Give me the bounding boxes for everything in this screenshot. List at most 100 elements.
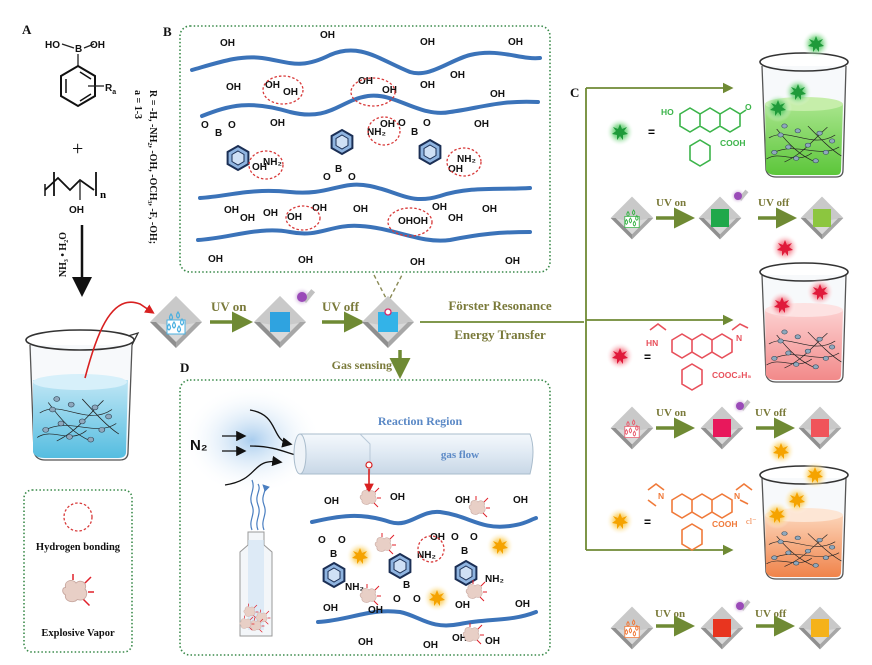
pva-structure: n OH: [44, 172, 106, 216]
svg-text:OH: OH: [390, 492, 405, 503]
pva-oh-label: OH: [69, 205, 84, 216]
svg-text:OH: OH: [452, 633, 467, 644]
red-dye-icon: [606, 342, 634, 370]
reagent-label: NH₃ • H₂O: [58, 232, 69, 277]
fret-label-line2: Energy Transfer: [454, 327, 546, 342]
svg-text:OH: OH: [283, 87, 298, 98]
tile-uv-on: [254, 296, 306, 348]
n-subscript: n: [100, 189, 106, 201]
svg-text:COOC₂H₅: COOC₂H₅: [712, 370, 751, 380]
r-definition: R = -H, -NH₂, -OH, -OCH₃, -F, -OH;: [147, 90, 158, 244]
hydrogen-bond-legend-icon: [63, 502, 93, 532]
explosive-vapor-legend-icon: [61, 573, 95, 607]
svg-text:NH₂: NH₂: [457, 154, 476, 165]
svg-text:OH: OH: [485, 636, 500, 647]
yellow-dye-icon: [606, 507, 634, 535]
svg-text:OH: OH: [240, 213, 255, 224]
svg-text:COOH: COOH: [712, 519, 738, 529]
n2-label: N₂: [190, 437, 208, 454]
svg-text:HO: HO: [661, 107, 674, 117]
ho-label: HO: [45, 40, 60, 51]
svg-text:OH: OH: [287, 212, 302, 223]
svg-text:OH: OH: [420, 80, 435, 91]
green-tile-on: [711, 209, 729, 227]
green-tile-off: [813, 209, 831, 227]
svg-text:=: =: [644, 515, 651, 529]
orange-tile-off: [811, 619, 829, 637]
svg-text:OHOH: OHOH: [398, 216, 428, 227]
svg-text:OH: OH: [515, 599, 530, 610]
svg-text:OH: OH: [448, 164, 463, 175]
gas-sensing-label: Gas sensing: [332, 358, 392, 372]
svg-text:O: O: [470, 532, 478, 543]
svg-text:OH: OH: [208, 254, 223, 265]
panel-a-label: A: [22, 22, 32, 37]
svg-text:NH₂: NH₂: [485, 574, 504, 585]
plus-sign: +: [72, 138, 83, 160]
panel-d-label: D: [180, 360, 189, 375]
svg-text:OH: OH: [420, 37, 435, 48]
panel-b-frame: [179, 25, 551, 273]
green-dye-icon: [606, 118, 634, 146]
svg-text:OH: OH: [265, 80, 280, 91]
svg-text:NH₂: NH₂: [367, 127, 386, 138]
phenylboronic-acid-structure: HO B OH Ra: [45, 40, 116, 108]
hydrogen-bond-markers: [248, 75, 482, 237]
svg-text:O: O: [423, 118, 431, 129]
rhodamine-6g-row: = HN N COOC₂H₅ UV on UV off: [606, 262, 849, 465]
svg-text:OH: OH: [482, 204, 497, 215]
svg-text:COOH: COOH: [720, 138, 746, 148]
svg-text:OH: OH: [298, 255, 313, 266]
svg-text:OH: OH: [455, 600, 470, 611]
svg-text:OH: OH: [368, 605, 383, 616]
svg-text:OH: OH: [448, 213, 463, 224]
fret-label-line1: Förster Resonance: [448, 298, 552, 313]
fluorescein-row: = HO O COOH UV on UV off: [606, 30, 849, 262]
r-substituent: Ra: [105, 83, 116, 96]
svg-text:OH: OH: [224, 205, 239, 216]
svg-text:B: B: [411, 127, 418, 138]
legend-hydrogen-bonding: Hydrogen bonding: [36, 542, 121, 553]
oh-label: OH: [90, 40, 105, 51]
svg-text:OH: OH: [323, 603, 338, 614]
red-tile-off: [811, 419, 829, 437]
hydrogel-beaker: [25, 301, 155, 461]
tile-uv-off: [362, 296, 414, 348]
svg-text:OH: OH: [263, 208, 278, 219]
green-uv-on-label: UV on: [656, 197, 686, 209]
boron-label: B: [75, 44, 82, 55]
panel-a: A HO B OH Ra + n OH R = -H, -NH₂, -OH, -…: [22, 22, 158, 653]
svg-text:B: B: [335, 164, 342, 175]
panel-d-frame: [179, 379, 551, 656]
svg-text:B: B: [461, 546, 468, 557]
svg-text:N: N: [734, 491, 740, 501]
svg-text:O: O: [348, 172, 356, 183]
svg-text:O: O: [318, 535, 326, 546]
svg-text:OH: OH: [455, 495, 470, 506]
a-definition: a = 1-3: [132, 90, 143, 119]
svg-text:OH: OH: [324, 496, 339, 507]
svg-text:OH: OH: [423, 640, 438, 651]
svg-text:NH₂: NH₂: [345, 582, 364, 593]
explosive-vial: [239, 479, 273, 637]
svg-text:OH: OH: [380, 119, 395, 130]
svg-text:N: N: [658, 491, 664, 501]
svg-text:OH: OH: [490, 89, 505, 100]
svg-text:O: O: [745, 102, 752, 112]
svg-text:OH: OH: [358, 637, 373, 648]
svg-text:OH: OH: [382, 85, 397, 96]
green-beaker: [759, 30, 849, 178]
svg-text:HN: HN: [646, 338, 658, 348]
process-row: UV on UV off Gas sensing Förster Resonan…: [150, 287, 584, 379]
svg-text:O: O: [338, 535, 346, 546]
svg-text:OH: OH: [358, 76, 373, 87]
svg-text:NH₂: NH₂: [417, 550, 436, 561]
uv-off-label: UV off: [322, 299, 360, 314]
uv-on-label: UV on: [211, 299, 247, 314]
svg-text:O: O: [323, 172, 331, 183]
svg-text:OH: OH: [226, 82, 241, 93]
green-uv-off-label: UV off: [758, 197, 790, 209]
svg-text:B: B: [215, 128, 222, 139]
svg-text:OH: OH: [320, 30, 335, 41]
